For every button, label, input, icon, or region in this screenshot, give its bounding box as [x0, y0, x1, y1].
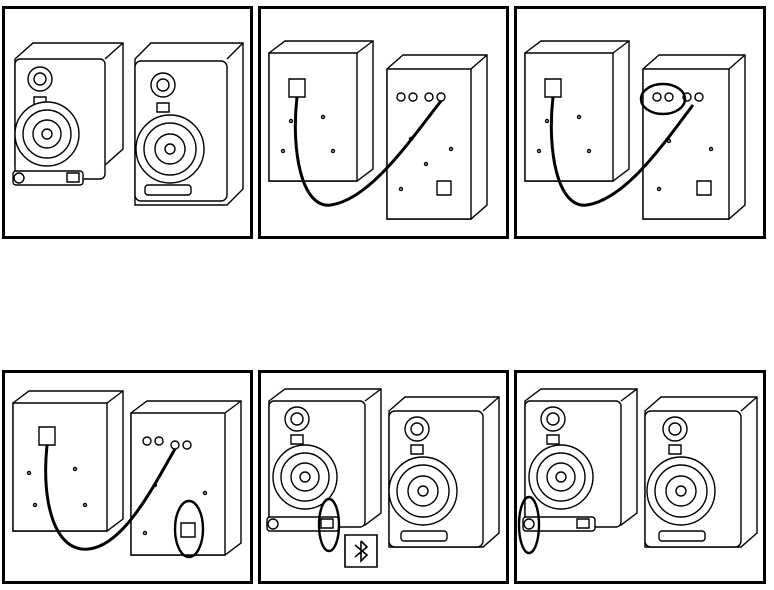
bluetooth-icon [345, 535, 377, 567]
right-speaker-front [389, 397, 499, 547]
front-view-illustration [5, 9, 250, 236]
speaker-cable [295, 97, 441, 205]
right-speaker-rear [643, 55, 745, 219]
speaker-cable [46, 445, 175, 549]
step-3-panel [514, 6, 766, 239]
speaker-cable [551, 97, 693, 205]
rear-view-illustration [261, 9, 506, 236]
rear-view-rca-illustration [517, 9, 763, 236]
step-1-panel [2, 6, 253, 239]
left-speaker-front [13, 43, 123, 185]
power-socket-highlight-ring [175, 501, 203, 557]
left-speaker-front [267, 389, 381, 531]
left-speaker-rear [269, 41, 373, 181]
right-speaker-front [645, 397, 757, 547]
volume-knob-highlight-ring [519, 497, 539, 553]
pairing-button-highlight-ring [319, 499, 339, 551]
step-5-panel [258, 370, 509, 584]
right-speaker-front [135, 43, 243, 205]
step-2-panel [258, 6, 509, 239]
left-speaker-front [523, 389, 637, 531]
right-speaker-rear [131, 401, 241, 555]
left-speaker-rear [525, 41, 629, 181]
rca-inputs-highlight-ring [641, 84, 685, 114]
rear-view-power-illustration [5, 373, 250, 581]
front-view-volume-illustration [517, 373, 763, 581]
step-4-panel [2, 370, 253, 584]
right-speaker-rear [387, 55, 487, 219]
step-6-panel [514, 370, 766, 584]
front-view-bluetooth-illustration [261, 373, 506, 581]
left-speaker-rear [13, 391, 123, 531]
